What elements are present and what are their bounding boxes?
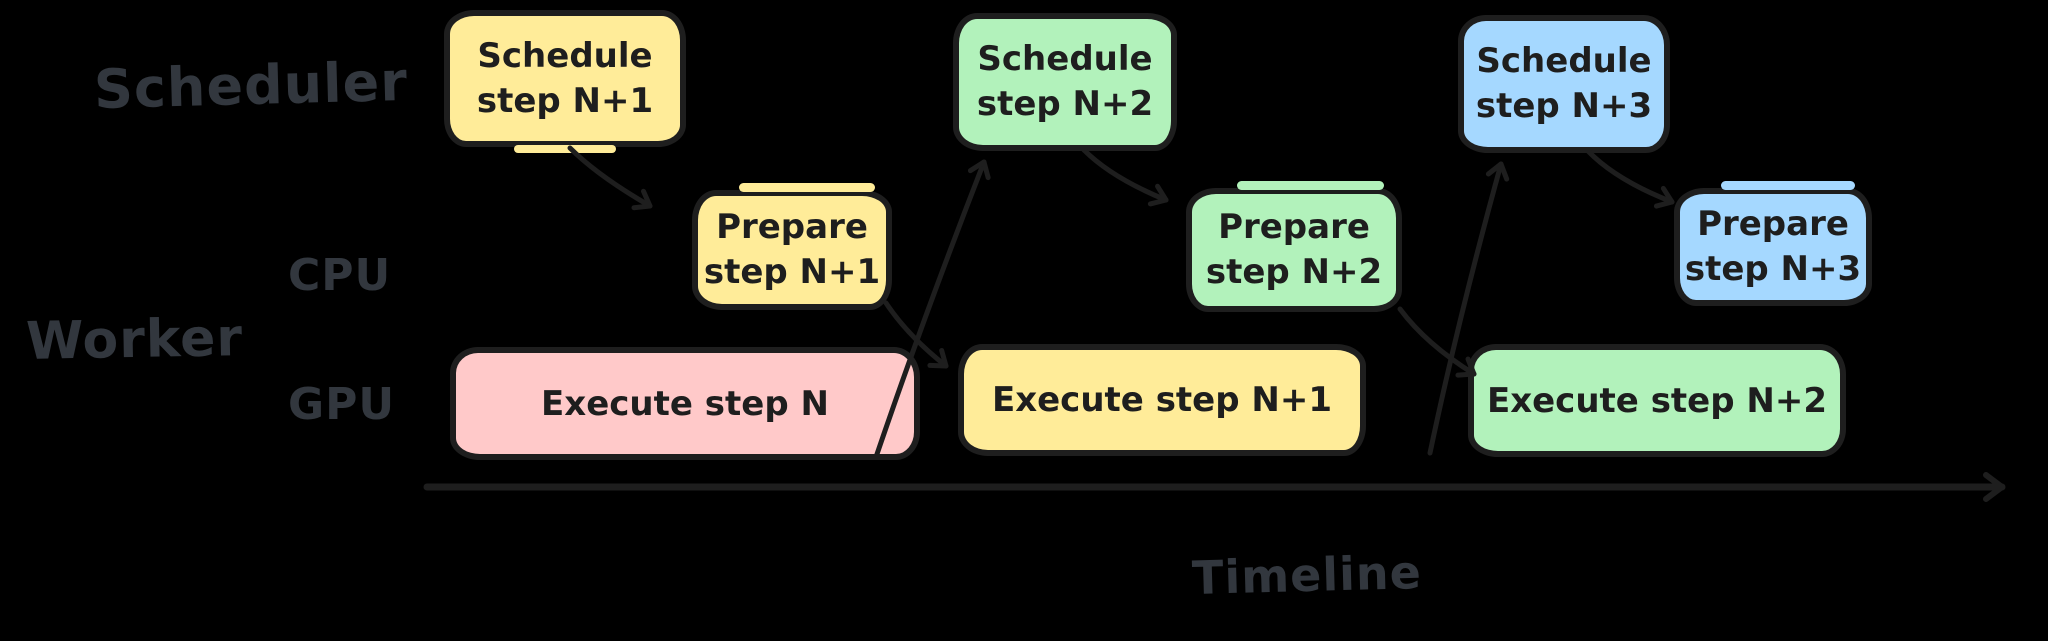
box-prepare-step-n3: Prepare step N+3 [1674,181,1872,306]
box-schedule-step-n1: Schedule step N+1 [444,10,686,153]
box-prepare-step-n1: Prepare step N+1 [692,183,892,310]
box-text: step N+2 [1205,252,1383,292]
box-text: Execute step N [541,383,829,424]
box-text: Schedule [1476,41,1652,82]
box-execute-step-n1: Execute step N+1 [958,344,1366,456]
box-schedule-step-n2: Schedule step N+2 [953,13,1177,151]
box-text: Execute step N+2 [1486,380,1828,421]
box-text: step N+1 [476,80,654,121]
box-prepare-step-n2: Prepare step N+2 [1186,181,1402,312]
timeline-axis-label: Timeline [1191,545,1423,605]
scheduler-row-label: Scheduler [93,49,409,122]
box-text: step N+3 [1684,249,1862,289]
box-text: Execute step N+1 [991,380,1333,420]
arrow-schedule-n2-to-prepare-n2 [1081,147,1169,207]
arrow-schedule-n3-to-prepare-n3 [1585,148,1675,209]
arrow-schedule-n1-to-prepare-n1 [567,145,653,211]
box-text: Prepare [1697,204,1849,245]
box-text: Prepare [1218,207,1370,248]
box-text: Schedule [977,39,1153,80]
gpu-row-label: GPU [288,379,396,430]
box-text: Prepare [716,207,868,248]
worker-row-label: Worker [25,308,244,372]
box-text: step N+2 [976,84,1154,124]
box-text: Schedule [477,35,653,76]
cpu-row-label: CPU [288,250,392,301]
box-text: step N+3 [1475,86,1653,126]
arrow-prepare-n2-to-execute-n2 [1397,306,1477,378]
box-schedule-step-n3: Schedule step N+3 [1458,15,1670,153]
box-text: step N+1 [703,252,881,292]
box-execute-step-n2: Execute step N+2 [1468,344,1846,457]
box-execute-step-n: Execute step N [450,347,920,460]
